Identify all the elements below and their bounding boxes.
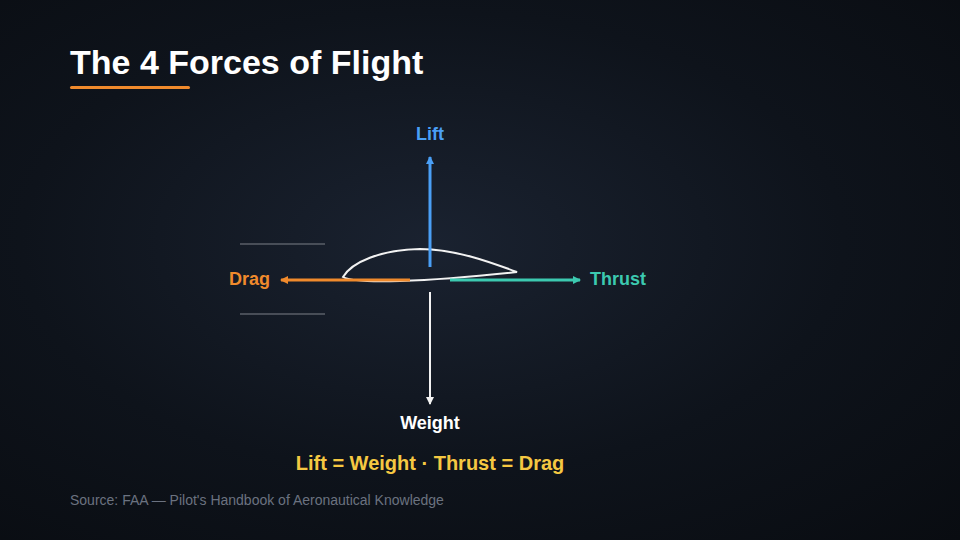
airflow-line bbox=[240, 243, 325, 245]
force-label: Drag bbox=[229, 269, 270, 290]
lift-arrow bbox=[429, 157, 432, 267]
force-label: Thrust bbox=[590, 269, 646, 290]
drag-arrow bbox=[281, 279, 410, 282]
force-label: Weight bbox=[400, 413, 460, 434]
force-label: Lift bbox=[416, 124, 444, 145]
source-caption: Source: FAA — Pilot's Handbook of Aerona… bbox=[70, 492, 444, 508]
equilibrium-equation: Lift = Weight · Thrust = Drag bbox=[296, 452, 565, 475]
weight-arrow bbox=[429, 292, 431, 404]
airflow-line bbox=[240, 313, 325, 315]
slide-title: The 4 Forces of Flight bbox=[70, 43, 423, 82]
title-underline bbox=[70, 86, 190, 89]
thrust-arrow bbox=[450, 279, 580, 282]
